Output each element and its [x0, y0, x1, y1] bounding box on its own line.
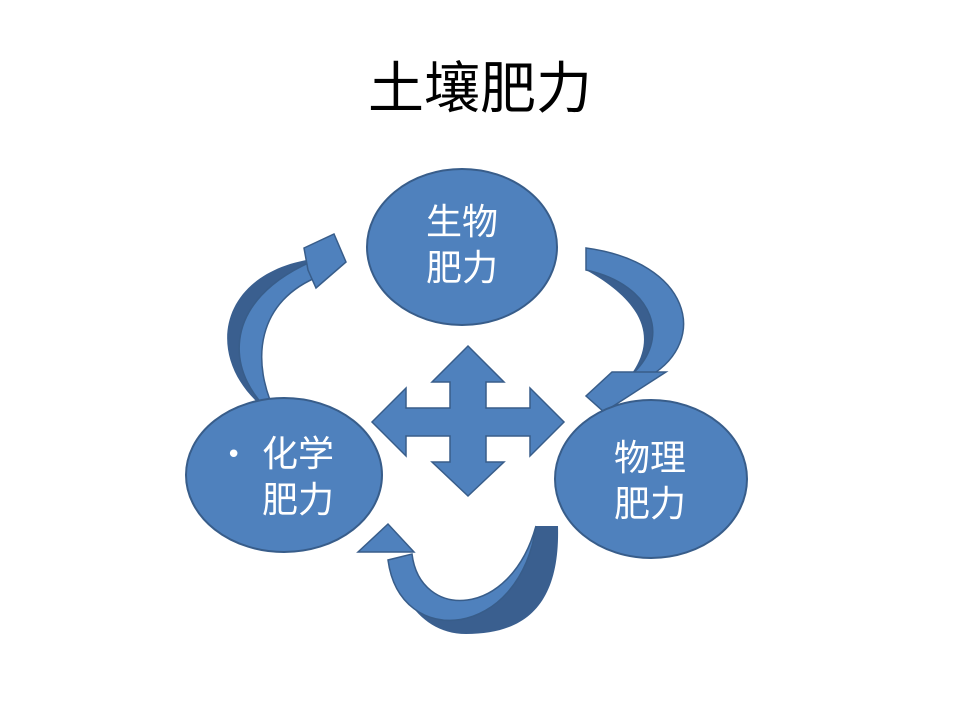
- curved-arrow-bio-to-physical: [584, 247, 685, 413]
- node-label-chemical-line1: 化学: [262, 434, 335, 475]
- node-label-physical-line1: 物理: [613, 438, 686, 479]
- slide-title: 土壤肥力: [368, 57, 592, 122]
- curved-arrow-physical-to-chemical: [356, 522, 559, 634]
- node-label-physical: 物理 肥力: [570, 436, 730, 528]
- node-chemical: [185, 397, 383, 553]
- node-label-biological-line1: 生物: [425, 202, 498, 243]
- bullet-point: •: [226, 440, 242, 470]
- four-way-arrow-icon: [370, 344, 566, 498]
- curved-arrow-chemical-to-bio: [227, 232, 347, 419]
- node-label-biological: 生物 肥力: [382, 200, 542, 292]
- node-label-biological-line2: 肥力: [425, 248, 498, 289]
- node-physical: [554, 399, 748, 559]
- node-label-chemical: • 化学 肥力: [196, 432, 376, 524]
- node-biological: [366, 168, 558, 326]
- node-label-chemical-line2: 肥力: [262, 480, 335, 521]
- node-label-physical-line2: 肥力: [613, 484, 686, 525]
